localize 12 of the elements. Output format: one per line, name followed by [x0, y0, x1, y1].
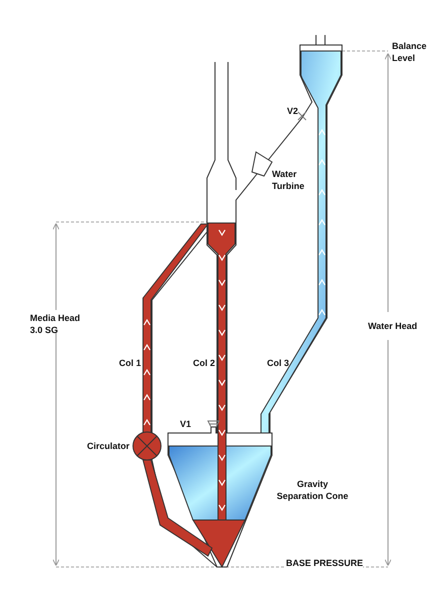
base-label: BASE PRESSURE: [286, 557, 364, 569]
part-label: Gravity Separation Cone: [276, 478, 350, 502]
turbine-label: Water Turbine: [272, 168, 306, 192]
column-label: Col 2: [193, 357, 216, 369]
level-label: Balance Level: [392, 40, 428, 64]
dimension-label: Water Head: [368, 320, 418, 332]
column-label: Col 3: [267, 357, 290, 369]
part-label: Circulator: [87, 440, 130, 452]
dimension-label: Media Head 3.0 SG: [30, 312, 80, 336]
column-label: Col 1: [119, 357, 142, 369]
valve-label: V2: [287, 105, 298, 117]
valve-label: V1: [180, 418, 192, 430]
